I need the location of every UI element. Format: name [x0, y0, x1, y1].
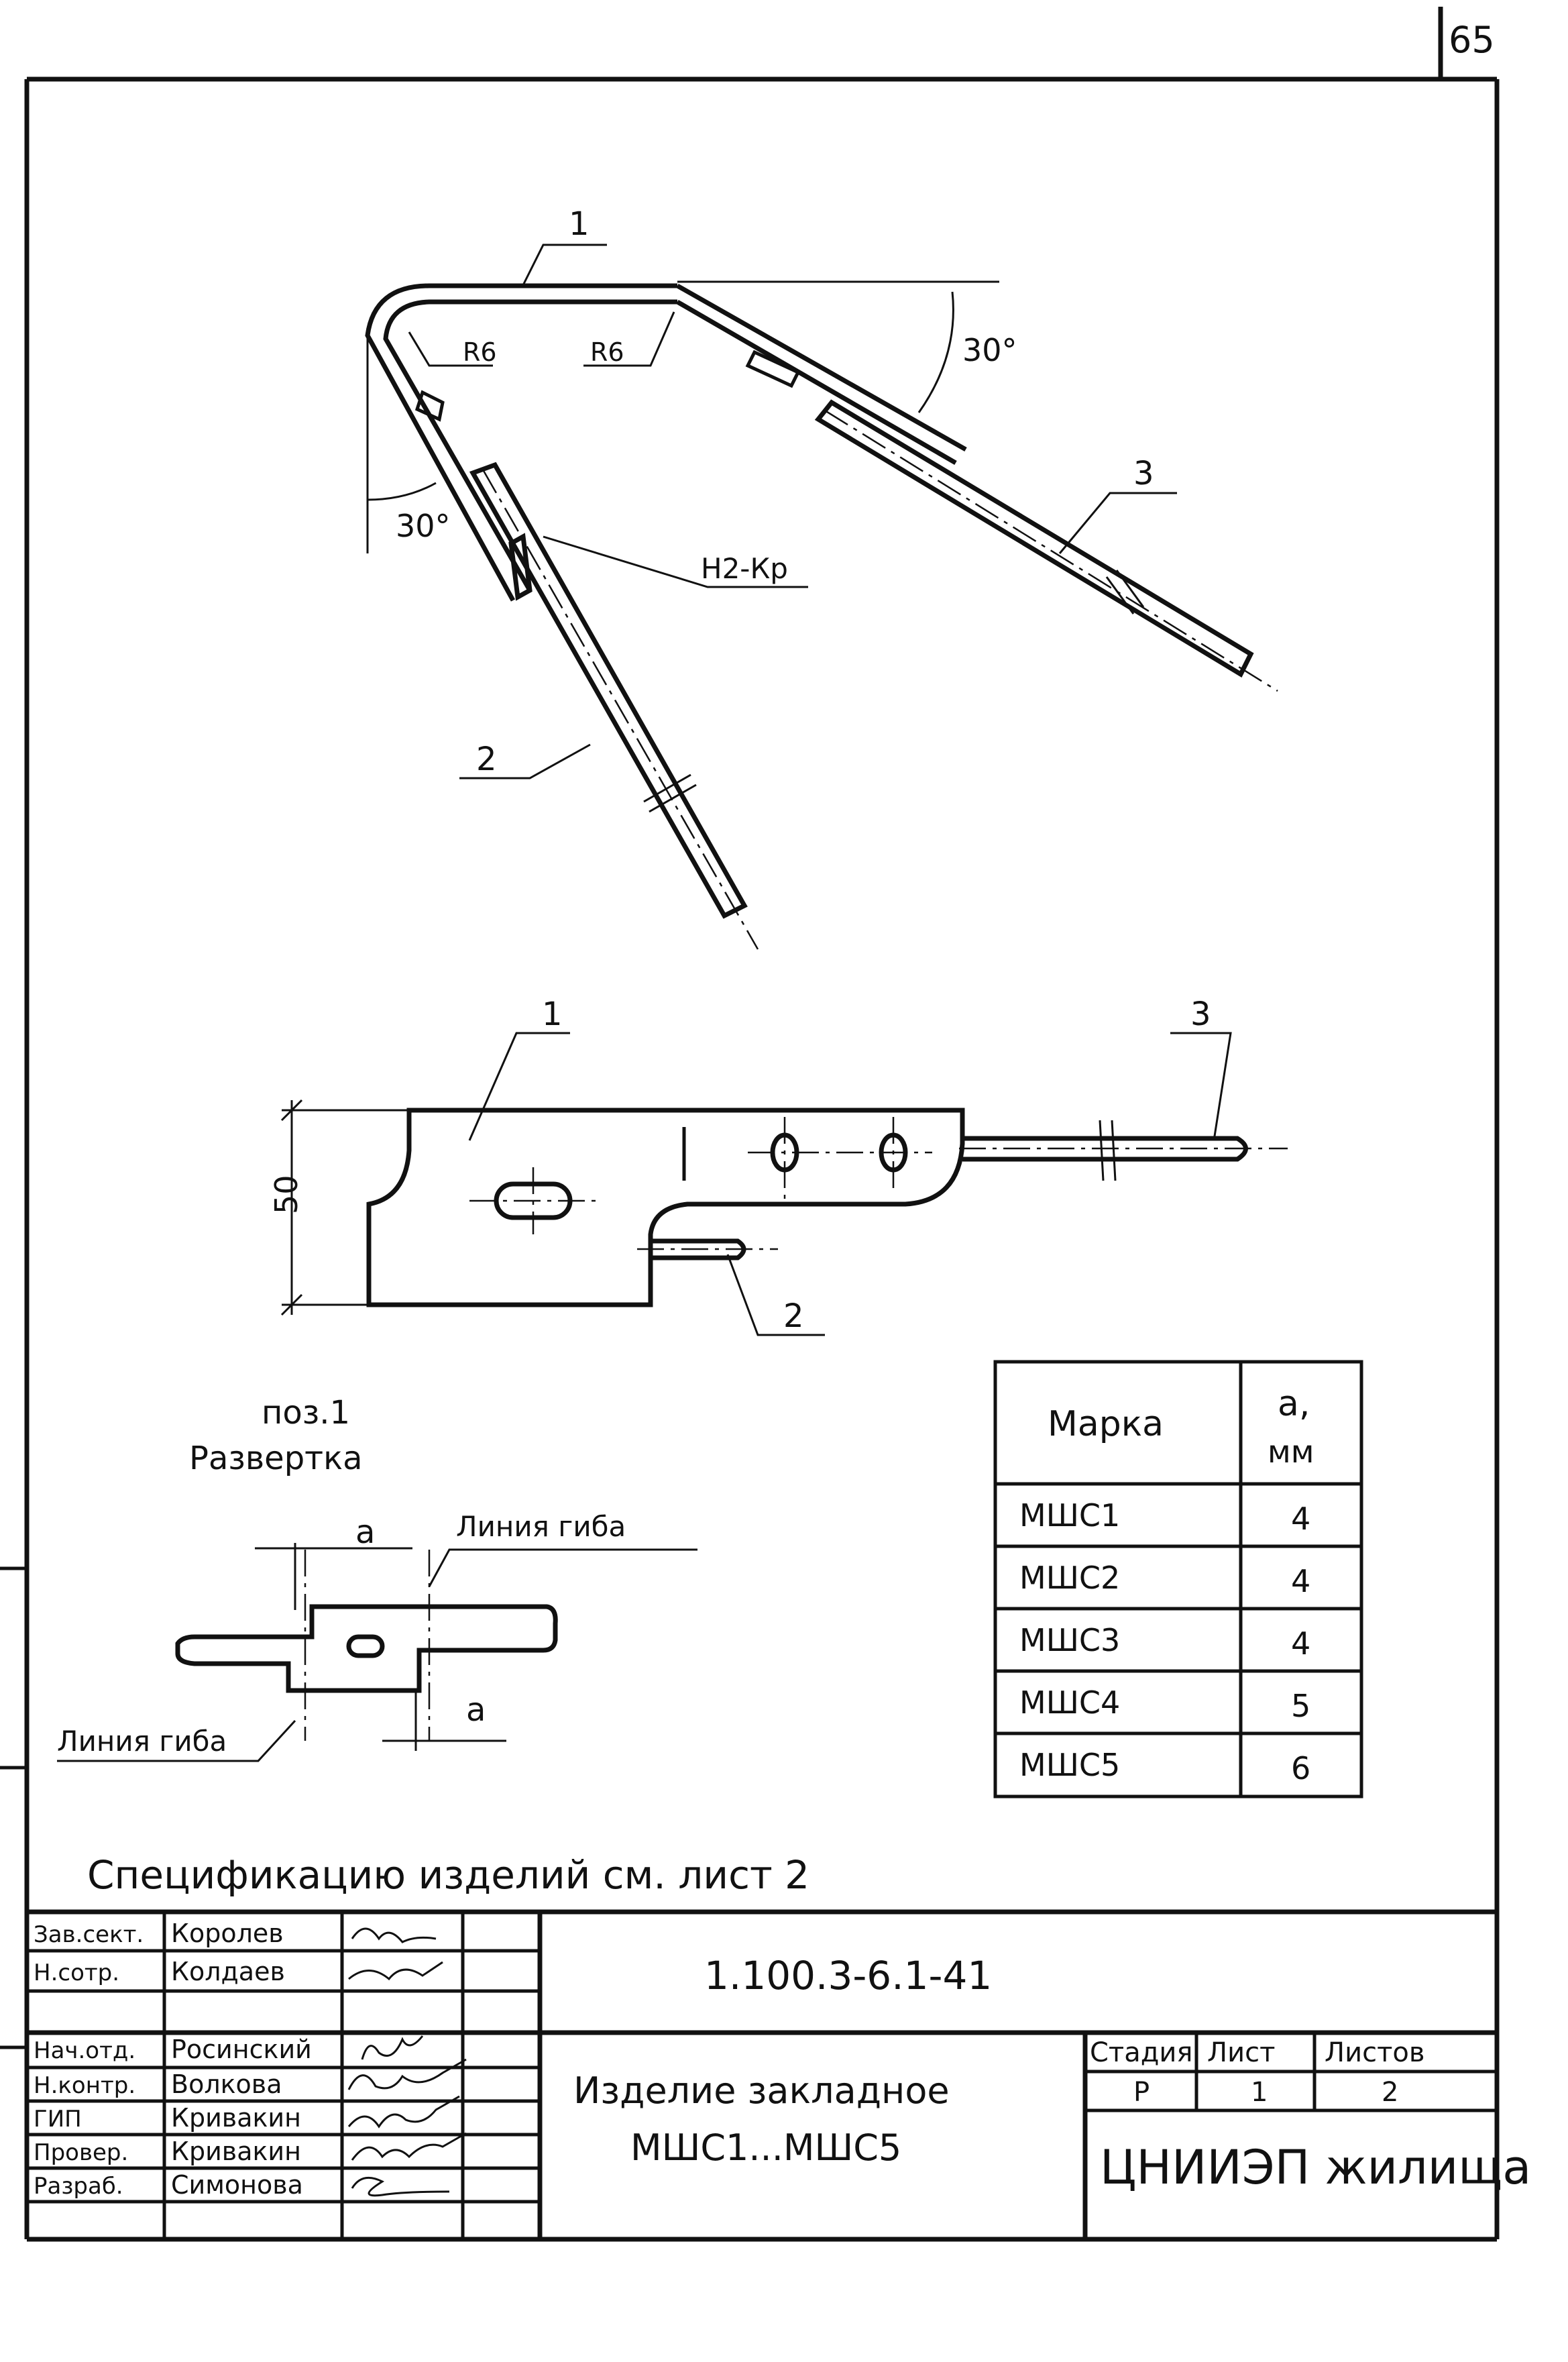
marks-table: Марка a, мм МШС1 4 МШС2 4 МШС3 4 МШС4 5 …	[993, 1360, 1363, 1799]
marks-row-2-mark: МШС2	[1019, 1560, 1120, 1596]
staff-role-5: Н.контр.	[34, 2072, 135, 2099]
staff-name-6: Кривакин	[171, 2103, 301, 2133]
front-callout-2: 2	[783, 1297, 804, 1335]
marks-row-4-a: 5	[1291, 1688, 1310, 1724]
stage-header: Стадия	[1090, 2037, 1192, 2068]
staff-name-1: Королев	[171, 1919, 284, 1948]
upper-view: 1 R6 R6 30° 30° Н2-Кр 3 2	[365, 205, 1278, 950]
marks-header-a: a,	[1278, 1384, 1310, 1424]
staff-name-8: Симонова	[171, 2170, 303, 2200]
marks-header-mark: Марка	[1048, 1404, 1164, 1444]
organization: ЦНИИЭП жилища	[1100, 2140, 1531, 2195]
front-view: 50 1 3 2	[268, 996, 1288, 1336]
development-dim-a-bottom: a	[466, 1691, 486, 1729]
development-dim-a-top: a	[355, 1513, 375, 1551]
staff-name-2: Колдаев	[171, 1957, 285, 1986]
upper-callout-2: 2	[476, 741, 497, 778]
upper-callout-1: 1	[569, 205, 590, 243]
front-callout-1: 1	[542, 996, 563, 1033]
bend-line-bottom-label: Линия гиба	[57, 1725, 227, 1758]
radius-label-left: R6	[463, 337, 497, 367]
staff-role-4: Нач.отд.	[34, 2037, 135, 2064]
staff-role-6: ГИП	[34, 2106, 82, 2133]
spec-note: Спецификацию изделий см. лист 2	[87, 1852, 809, 1898]
sheet-value: 1	[1251, 2077, 1268, 2108]
bend-line-top-label: Линия гиба	[456, 1510, 626, 1543]
front-callout-3: 3	[1190, 996, 1211, 1033]
staff-name-5: Волкова	[171, 2070, 282, 2099]
staff-name-7: Кривакин	[171, 2137, 301, 2166]
stage-value: Р	[1133, 2077, 1150, 2108]
development-view: поз.1 Развертка a a Линия гиба Линия гиб…	[57, 1394, 697, 1762]
sheet-header: Лист	[1207, 2037, 1275, 2068]
item-title: Изделие закладное	[573, 2070, 950, 2112]
signatures	[347, 1927, 467, 2197]
page-number: 65	[1449, 19, 1495, 61]
development-title: Развертка	[189, 1440, 363, 1477]
angle-label-right: 30°	[962, 332, 1017, 368]
staff-role-1: Зав.сект.	[34, 1921, 144, 1948]
staff-role-8: Разраб.	[34, 2173, 123, 2200]
item-marks-range: МШС1...МШС5	[630, 2127, 901, 2169]
upper-callout-3: 3	[1133, 455, 1154, 492]
marks-row-3-mark: МШС3	[1019, 1622, 1120, 1658]
weld-label: Н2-Кр	[701, 552, 788, 585]
sheet-frame	[0, 7, 1500, 2242]
marks-row-3-a: 4	[1291, 1625, 1310, 1662]
dimension-50: 50	[268, 1175, 304, 1214]
marks-row-5-mark: МШС5	[1019, 1747, 1120, 1783]
marks-row-4-mark: МШС4	[1019, 1684, 1120, 1721]
angle-label-left: 30°	[396, 508, 451, 544]
staff-name-4: Росинский	[171, 2035, 312, 2064]
staff-role-7: Провер.	[34, 2139, 128, 2166]
title-block: Зав.сект. Королев Н.сотр. Колдаев Нач.от…	[27, 1909, 1531, 2239]
staff-role-2: Н.сотр.	[34, 1960, 119, 1986]
sheets-header: Листов	[1325, 2037, 1424, 2068]
marks-header-unit: мм	[1268, 1434, 1314, 1470]
sheets-value: 2	[1382, 2077, 1398, 2108]
radius-label-right: R6	[590, 337, 624, 367]
marks-row-2-a: 4	[1291, 1563, 1310, 1599]
development-title-pos: поз.1	[262, 1394, 350, 1432]
marks-row-5-a: 6	[1291, 1750, 1310, 1786]
marks-row-1-a: 4	[1291, 1501, 1310, 1537]
document-code: 1.100.3-6.1-41	[704, 1953, 992, 1998]
marks-row-1-mark: МШС1	[1019, 1497, 1120, 1534]
